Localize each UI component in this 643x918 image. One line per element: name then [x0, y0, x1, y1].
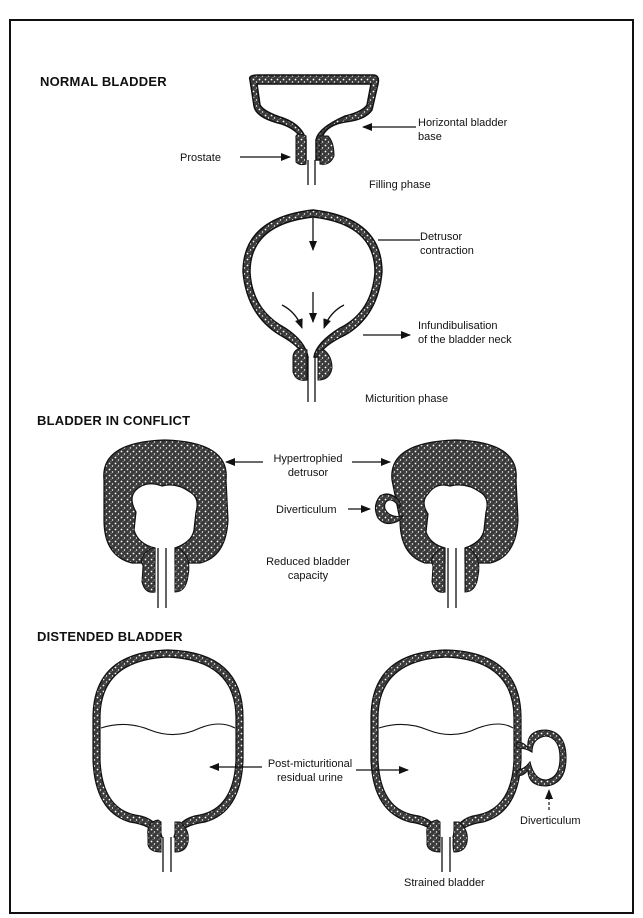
- arrow-funnel-right: [324, 305, 344, 328]
- prostate-lobe-right: [320, 136, 334, 164]
- heading-bladder-in-conflict: BLADDER IN CONFLICT: [37, 413, 190, 428]
- prostate-distended-left-a: [148, 820, 161, 852]
- bladder-wall-filling: [250, 75, 379, 160]
- urine-level-right: [379, 724, 513, 735]
- label-strained-bladder: Strained bladder: [404, 876, 485, 890]
- prostate-lobe-left-2: [293, 348, 307, 380]
- urethra-distended-left: [163, 837, 171, 872]
- prostate-lobe-right-2: [318, 350, 332, 380]
- label-diverticulum-conflict: Diverticulum: [276, 503, 337, 517]
- urethra-conflict-left: [158, 548, 166, 608]
- heading-normal-bladder: NORMAL BLADDER: [40, 74, 167, 89]
- normal-filling-bladder: [240, 75, 416, 185]
- distended-bladder-right: [356, 650, 566, 872]
- normal-micturition-bladder: [243, 210, 420, 402]
- label-filling-phase: Filling phase: [369, 178, 431, 192]
- prostate-right-conflict-a: [432, 548, 445, 592]
- distended-bladder-left: [93, 650, 262, 872]
- conflict-bladder-right: [348, 440, 518, 608]
- urine-level-left: [101, 724, 235, 735]
- arrow-funnel-left: [282, 305, 302, 328]
- label-micturition-phase: Micturition phase: [365, 392, 448, 406]
- hypertrophied-wall-right: [392, 440, 518, 563]
- label-diverticulum-distended: Diverticulum: [520, 814, 581, 828]
- urethra-filling: [308, 160, 315, 185]
- urethra-conflict-right: [448, 548, 456, 608]
- urethra-micturition: [308, 357, 315, 402]
- prostate-lobe-left: [296, 134, 306, 165]
- prostate-left-conflict-a: [142, 548, 155, 592]
- urethra-distended-right: [442, 837, 450, 872]
- prostate-distended-right-a: [427, 820, 440, 852]
- conflict-bladder-left: [104, 440, 263, 608]
- diverticulum-distended: [517, 730, 566, 786]
- distended-wall-left: [93, 650, 243, 837]
- label-prostate: Prostate: [180, 151, 221, 165]
- hypertrophied-wall-left: [104, 440, 228, 563]
- distended-wall-right: [371, 650, 521, 837]
- heading-distended-bladder: DISTENDED BLADDER: [37, 629, 183, 644]
